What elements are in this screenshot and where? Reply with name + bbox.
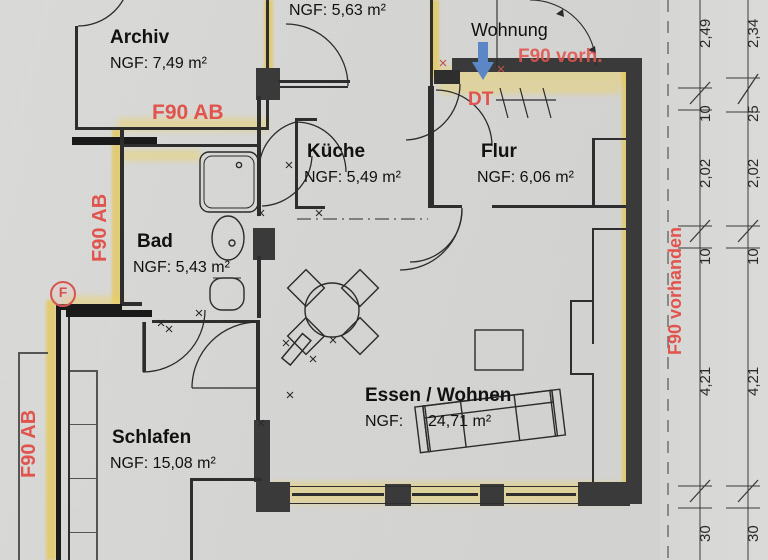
window-frame-bottom [290, 503, 580, 504]
wall-left-outer-inner-line [68, 312, 70, 560]
wall-schlafen-bottom-stub2 [190, 478, 193, 560]
highlight-upper-vertical [430, 0, 439, 78]
wall-bad-right [257, 96, 261, 216]
wall-bottom-pillar-2 [480, 484, 504, 506]
wall-top-room-right [430, 0, 433, 86]
wall-pillar-schlafen [254, 420, 270, 482]
wall-schlafen-top-line2 [198, 320, 260, 323]
closet-schlafen-div2 [70, 478, 98, 479]
fire-marker-f-icon: F [50, 281, 76, 307]
wall-top-room-left [266, 0, 269, 70]
dim-inner-0: 2,49 [697, 18, 714, 48]
wall-top-room-bottom [278, 80, 350, 83]
room-area-wohnen-prefix: NGF: [365, 413, 404, 430]
wall-schlafen-partition [143, 322, 146, 372]
annotation-f90-ab-top: F90 AB [152, 101, 224, 124]
closet-schlafen-top [70, 370, 98, 372]
wall-top-room-bottom2 [280, 86, 348, 88]
room-label-kuche: Küche [307, 141, 366, 162]
closet-wohnen-1-top [592, 228, 626, 230]
room-area-top: NGF: 5,63 m² [289, 2, 386, 19]
closet-wohnen-2-top [570, 300, 594, 302]
wall-bottom-pillar-1 [385, 484, 411, 506]
dim-outer-4: 4,21 [745, 366, 762, 396]
closet-wohnen-1-left [592, 228, 594, 344]
window-sash-3 [506, 493, 576, 496]
wall-bad-left [120, 130, 124, 306]
closet-schlafen-outer [96, 370, 98, 560]
room-label-schlafen: Schlafen [112, 427, 192, 448]
wall-flur-right-closet [592, 138, 595, 206]
dim-outer-2: 2,02 [745, 158, 762, 188]
room-area-wohnen-value: 24,71 m² [428, 413, 492, 430]
wall-bad-bottom [120, 302, 142, 306]
room-area-schlafen: NGF: 15,08 m² [110, 455, 216, 472]
closet-schlafen-div1 [70, 424, 98, 425]
guide-line-left-outer-top [18, 352, 48, 354]
dim-outer-5: 30 [745, 525, 762, 542]
wall-left-outer-lower [56, 308, 61, 560]
wall-pillar-kitchen-top [256, 68, 280, 100]
annotation-f90-vorh: F90 vorh. [518, 46, 603, 67]
annotation-wohnung: Wohnung [471, 20, 548, 40]
room-area-bad: NGF: 5,43 m² [133, 259, 230, 276]
wall-bottom-left-block [256, 482, 290, 512]
closet-wohnen-2-left [570, 300, 572, 374]
highlight-left-wall-upper [112, 128, 121, 304]
room-label-bad: Bad [137, 231, 173, 252]
closet-wohnen-2-bottom [570, 373, 594, 375]
guide-line-left-outer [18, 352, 20, 560]
wall-kuche-right [428, 86, 431, 208]
wall-flur-closet-top [592, 138, 626, 140]
room-label-flur: Flur [481, 141, 517, 162]
dim-inner-2: 2,02 [697, 158, 714, 188]
wall-schlafen-right-upper [256, 322, 260, 420]
room-label-wohnen: Essen / Wohnen [365, 385, 512, 406]
annotation-f90-vorhanden: F90 vorhanden [665, 226, 685, 355]
wall-left-corner [56, 304, 122, 310]
wall-bad-top [120, 144, 260, 147]
dim-outer-3: 10 [745, 248, 762, 265]
wohnung-arrow-icon [470, 42, 496, 87]
annotation-f90-ab-bottomleft: F90 AB [18, 409, 40, 478]
room-area-archiv: NGF: 7,49 m² [110, 55, 207, 72]
highlight-left-wall-lower [46, 300, 56, 560]
highlight-bad-top [122, 150, 200, 161]
dim-inner-1: 10 [697, 105, 714, 122]
room-area-kuche: NGF: 5,49 m² [304, 169, 401, 186]
wall-flur-bottom-right [492, 205, 626, 208]
window-sash-1 [292, 493, 384, 496]
dim-inner-4: 4,21 [697, 366, 714, 396]
wall-flur-left [430, 86, 434, 208]
wall-schlafen-top [66, 310, 152, 317]
highlight-flur-inner [440, 84, 620, 94]
wall-pillar-bad-door [253, 228, 275, 260]
dim-inner-3: 10 [697, 248, 714, 265]
wall-bad-right-lower [257, 256, 261, 318]
closet-schlafen-div3 [70, 532, 98, 533]
annotation-f90-ab-left: F90 AB [89, 193, 111, 262]
wall-kuche-bottom [295, 206, 325, 209]
wall-right-bottom-corner [612, 482, 642, 504]
wall-archiv-bottom [75, 127, 269, 130]
wall-flur-bottom [430, 205, 462, 208]
room-label-archiv: Archiv [110, 27, 170, 48]
annotation-dt: DT [468, 89, 494, 110]
dim-outer-1: 25 [745, 105, 762, 122]
wall-archiv-left [75, 26, 78, 130]
wall-band-archiv [72, 137, 157, 145]
wall-kuche-top-stub [295, 118, 317, 121]
window-frame-top [290, 486, 580, 487]
window-sash-2 [412, 493, 478, 496]
room-area-flur: NGF: 6,06 m² [477, 169, 574, 186]
wall-kuche-left [295, 118, 298, 208]
closet-wohnen-3-left [592, 374, 594, 482]
wall-schlafen-bottom-stub [190, 478, 262, 481]
dim-outer-0: 2,34 [745, 18, 762, 48]
wall-right-outer [626, 58, 642, 496]
dim-inner-5: 30 [697, 525, 714, 542]
wall-flur-entry-stub [434, 70, 460, 84]
